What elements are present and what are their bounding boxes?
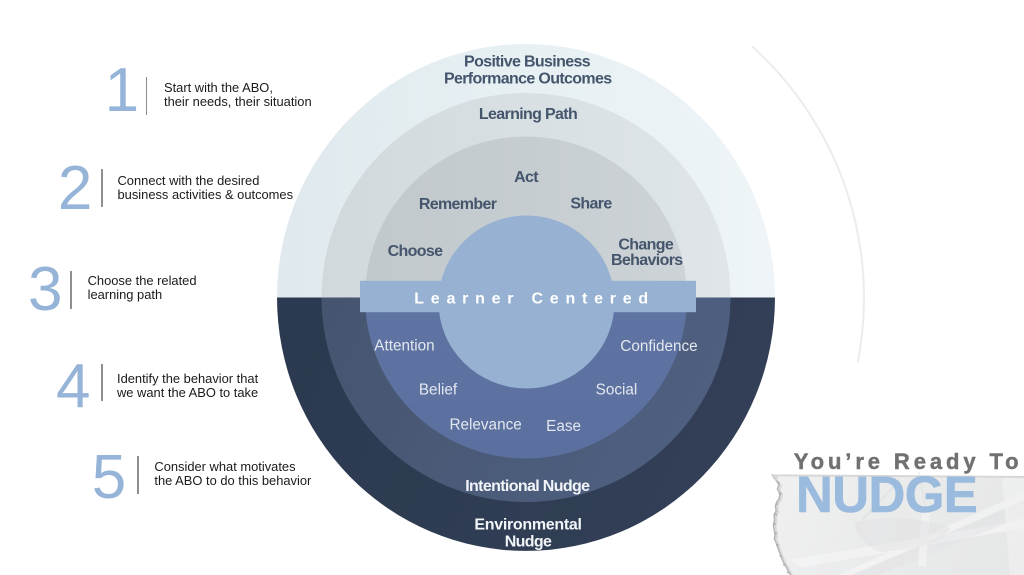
svg-text:Share: Share [570,196,612,213]
svg-text:Intentional Nudge: Intentional Nudge [465,478,590,495]
svg-text:Belief: Belief [419,382,458,399]
svg-text:Social: Social [596,382,638,399]
svg-text:Ease: Ease [546,418,581,435]
svg-text:Choose: Choose [388,243,444,260]
svg-text:Performance Outcomes: Performance Outcomes [444,70,612,87]
svg-text:Confidence: Confidence [620,338,697,355]
svg-text:Learner Centered: Learner Centered [414,291,655,308]
svg-text:Learning Path: Learning Path [479,106,577,123]
svg-text:Change: Change [618,237,674,254]
svg-text:Attention: Attention [374,338,434,355]
svg-text:Behaviors: Behaviors [611,252,683,269]
svg-text:Remember: Remember [419,196,497,213]
svg-text:Act: Act [514,169,539,186]
svg-text:Environmental: Environmental [474,517,581,534]
svg-text:Relevance: Relevance [449,417,521,434]
svg-text:Nudge: Nudge [505,533,552,550]
svg-text:Positive Business: Positive Business [464,53,591,70]
